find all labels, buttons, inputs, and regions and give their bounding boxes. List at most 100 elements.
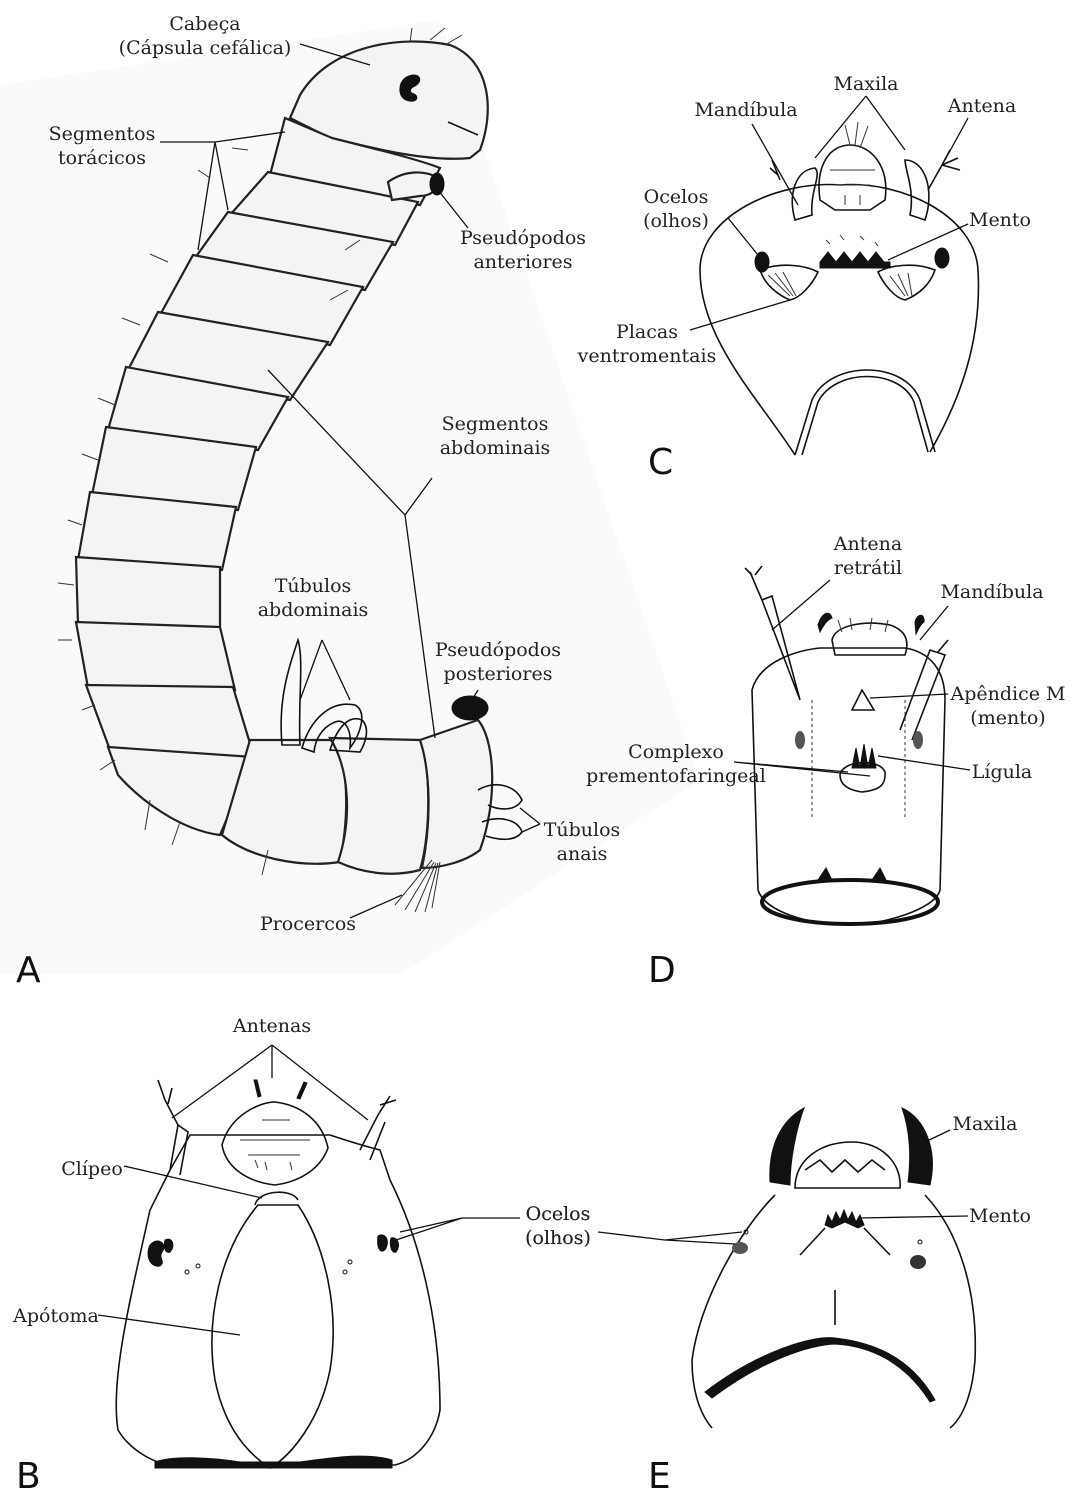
c-occipital-ring — [795, 370, 935, 455]
c-label-ocelli-1: Ocelos — [644, 186, 709, 208]
panel-letter-c: C — [648, 442, 673, 483]
e-leader-mentum — [858, 1216, 968, 1218]
d-label-antenna-1: Antena — [833, 533, 902, 555]
d-label-ligula: Lígula — [972, 761, 1033, 783]
d-mandible-right — [915, 615, 924, 634]
d-label-complex-1: Complexo — [628, 741, 724, 763]
d-leader-mandible — [920, 606, 948, 640]
label-ant-pseudo-2: anteriores — [473, 251, 572, 273]
abdominal-segment-12 — [420, 720, 492, 868]
e-posterior-crescent — [705, 1338, 935, 1402]
c-labrum-detail — [830, 122, 875, 205]
d-appendix-m — [852, 690, 874, 710]
b-pore-3 — [343, 1270, 347, 1274]
label-anal-tubules-2: anais — [557, 843, 608, 865]
b-pore-2 — [196, 1264, 200, 1268]
d-leader-ligula — [878, 756, 970, 770]
e-leader-maxilla — [925, 1130, 950, 1142]
b-apotome — [212, 1205, 333, 1468]
d-ocellus-left-icon — [795, 731, 805, 749]
c-ventromental-plate-right — [878, 265, 935, 300]
e-mentum — [825, 1210, 864, 1228]
label-thoracic-2: torácicos — [58, 147, 146, 169]
panel-letter-a: A — [16, 950, 41, 991]
c-labrum — [819, 145, 886, 210]
e-label-mentum: Mento — [969, 1205, 1031, 1227]
e-maxilla-left — [770, 1108, 804, 1185]
b-pore-4 — [348, 1260, 352, 1264]
b-ocellus-left-icon — [148, 1239, 173, 1266]
label-anal-tubules-1: Túbulos — [544, 819, 621, 841]
b-label-clypeus: Clípeo — [61, 1158, 123, 1180]
label-ant-pseudo-1: Pseudópodos — [460, 227, 586, 249]
d-leader-appendix — [870, 694, 948, 698]
c-label-plates-2: ventromentais — [577, 345, 717, 367]
label-abd-tubules-1: Túbulos — [275, 575, 352, 597]
b-labrum-detail — [240, 1120, 310, 1170]
e-label-ocelli-1: Ocelos — [526, 1203, 591, 1225]
panel-letter-b: B — [16, 1456, 41, 1495]
b-antenna-left — [158, 1080, 188, 1175]
d-labral-setae — [838, 618, 888, 632]
c-leader-ocelli — [728, 218, 758, 255]
b-label-antennas: Antenas — [232, 1015, 311, 1037]
c-mandible-left — [792, 168, 817, 220]
abdominal-segment-7 — [76, 622, 235, 690]
label-thoracic-1: Segmentos — [49, 123, 156, 145]
panel-d: Antena retrátil Mandíbula Apêndice M (me… — [586, 533, 1065, 991]
e-label-maxilla: Maxila — [953, 1113, 1018, 1135]
e-mentum-sides — [800, 1228, 890, 1255]
c-mentum — [820, 252, 890, 268]
c-label-ocelli-2: (olhos) — [643, 210, 709, 232]
c-leader-maxilla — [815, 96, 905, 158]
b-pore-1 — [185, 1270, 189, 1274]
e-pore-2 — [918, 1240, 922, 1244]
e-maxilla-right — [902, 1108, 932, 1185]
c-plate-striations — [768, 272, 912, 296]
b-labrum — [222, 1102, 328, 1185]
d-label-complex-2: prementofaringeal — [586, 765, 766, 787]
b-clypeus — [255, 1192, 298, 1205]
c-label-antenna: Antena — [947, 95, 1016, 117]
c-label-maxilla: Maxila — [834, 73, 899, 95]
abdominal-segment-6 — [76, 557, 220, 630]
label-abdominal-1: Segmentos — [442, 413, 549, 435]
d-labrum — [832, 623, 907, 655]
c-head-outline — [700, 185, 978, 455]
b-leader-clypeus — [124, 1166, 262, 1198]
c-label-mandible: Mandíbula — [694, 99, 797, 121]
d-label-appendix-1: Apêndice M — [950, 683, 1066, 705]
b-label-apotome: Apótoma — [12, 1305, 99, 1327]
d-label-antenna-2: retrátil — [834, 557, 902, 579]
d-occipital-ring — [762, 880, 938, 924]
c-mentum-stipple — [826, 235, 878, 246]
panel-e: Maxila Ocelos (olhos) Mento E — [525, 1108, 1031, 1495]
label-abdominal-2: abdominais — [440, 437, 551, 459]
label-post-pseudo-2: posteriores — [444, 663, 553, 685]
b-ocellus-right-icon — [378, 1235, 399, 1252]
b-posterior-band — [155, 1456, 392, 1468]
label-head-2: (Cápsula cefálica) — [119, 37, 292, 59]
c-occipital-ring-inner — [802, 377, 928, 456]
e-labrum — [795, 1142, 900, 1188]
panel-letter-d: D — [648, 950, 676, 991]
label-procercos: Procercos — [260, 913, 356, 935]
c-antenna-right — [928, 150, 960, 190]
c-label-plates-1: Placas — [616, 321, 678, 343]
d-mandible-left — [818, 613, 832, 632]
d-label-appendix-2: (mento) — [970, 707, 1045, 729]
c-mandible-right — [905, 160, 929, 220]
label-post-pseudo-1: Pseudópodos — [435, 639, 561, 661]
c-ocellus-left-icon — [755, 252, 769, 272]
e-label-ocelli-2: (olhos) — [525, 1227, 591, 1249]
e-head-outline — [692, 1195, 975, 1428]
posterior-proleg-hooks — [452, 696, 488, 720]
b-antennal-setae — [254, 1080, 307, 1099]
b-leader-ocelli — [396, 1218, 520, 1240]
e-labrum-zigzag — [805, 1160, 885, 1172]
d-antenna-left — [745, 566, 800, 700]
panel-c: Maxila Mandíbula Antena Ocelos (olhos) M… — [577, 73, 1031, 483]
c-leader-antenna — [945, 118, 968, 160]
b-leader-apotome — [98, 1315, 240, 1335]
